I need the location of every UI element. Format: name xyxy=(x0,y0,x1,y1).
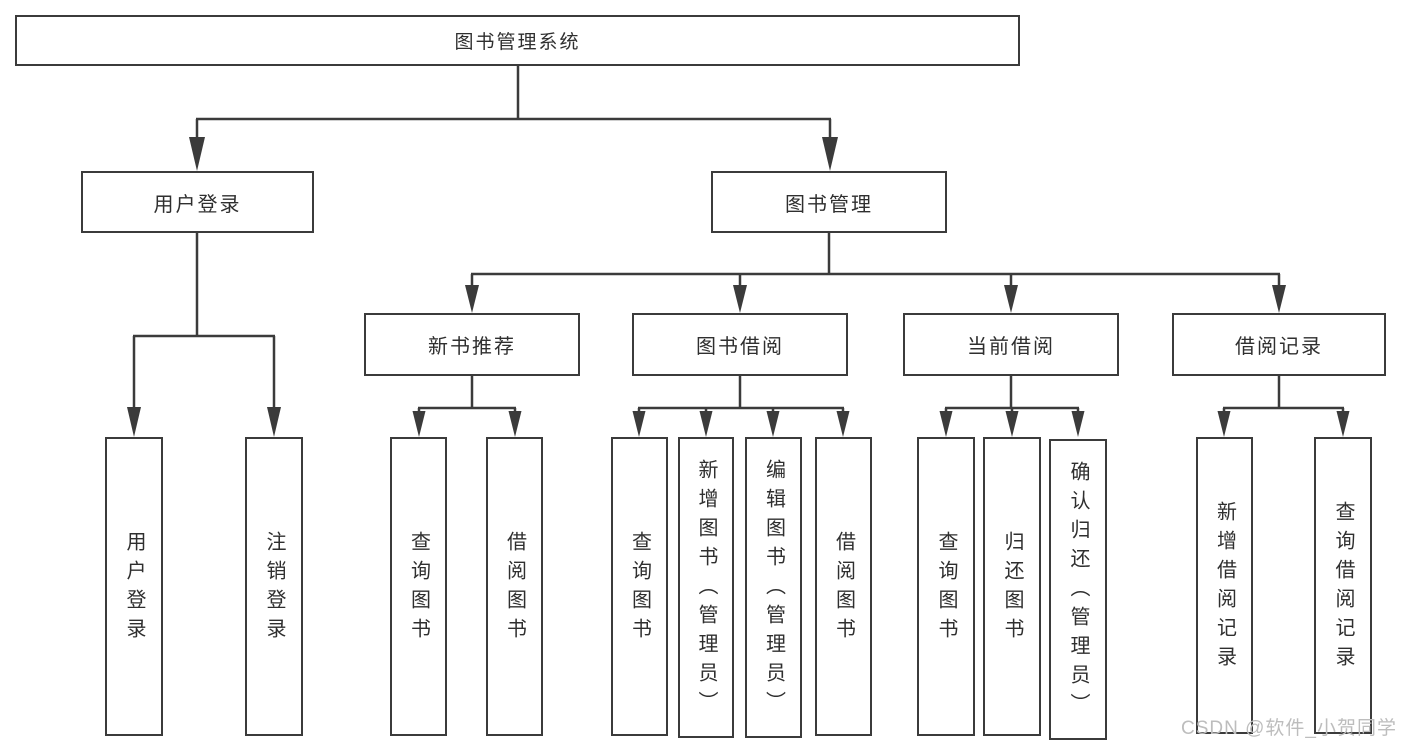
arrow-down-icon xyxy=(699,411,713,437)
arrow-down-icon xyxy=(1071,411,1085,437)
leaf-records-query-record: 查询借阅记录 xyxy=(1314,437,1372,734)
leaf-current-query-books: 查询图书 xyxy=(917,437,975,736)
leaf-logout-login: 注销登录 xyxy=(245,437,303,736)
arrow-down-icon xyxy=(632,411,646,437)
node-current-borrowing: 当前借阅 xyxy=(903,313,1119,376)
arrow-down-icon xyxy=(1004,285,1018,313)
leaf-borrowing-edit-books-admin: 编辑图书（管理员） xyxy=(745,437,802,738)
leaf-recommend-borrow-books: 借阅图书 xyxy=(486,437,543,736)
leaf-borrowing-add-books-admin: 新增图书（管理员） xyxy=(678,437,734,738)
arrowheads xyxy=(127,137,1350,437)
arrow-down-icon xyxy=(766,411,780,437)
leaf-current-return-books: 归还图书 xyxy=(983,437,1041,736)
arrow-down-icon xyxy=(1272,285,1286,313)
leaf-records-add-record: 新增借阅记录 xyxy=(1196,437,1253,734)
node-borrowing-records: 借阅记录 xyxy=(1172,313,1386,376)
arrow-down-icon xyxy=(465,285,479,313)
node-book-borrowing: 图书借阅 xyxy=(632,313,848,376)
leaf-recommend-query-books: 查询图书 xyxy=(390,437,447,736)
arrow-down-icon xyxy=(733,285,747,313)
node-user-login: 用户登录 xyxy=(81,171,314,233)
arrow-down-icon xyxy=(836,411,850,437)
leaf-current-confirm-return-admin: 确认归还（管理员） xyxy=(1049,439,1107,740)
arrow-down-icon xyxy=(189,137,205,171)
leaf-borrowing-query-books: 查询图书 xyxy=(611,437,668,736)
arrow-down-icon xyxy=(127,407,141,437)
leaf-borrowing-borrow-books: 借阅图书 xyxy=(815,437,872,736)
node-library-system: 图书管理系统 xyxy=(15,15,1020,66)
arrow-down-icon xyxy=(508,411,522,437)
arrow-down-icon xyxy=(412,411,426,437)
arrow-down-icon xyxy=(267,407,281,437)
node-book-management: 图书管理 xyxy=(711,171,947,233)
node-new-book-recommend: 新书推荐 xyxy=(364,313,580,376)
leaf-user-login: 用户登录 xyxy=(105,437,163,736)
arrow-down-icon xyxy=(1217,411,1231,437)
arrow-down-icon xyxy=(1336,411,1350,437)
arrow-down-icon xyxy=(939,411,953,437)
csdn-watermark: CSDN @软件_小贺同学 xyxy=(1181,718,1397,739)
arrow-down-icon xyxy=(822,137,838,171)
arrow-down-icon xyxy=(1005,411,1019,437)
